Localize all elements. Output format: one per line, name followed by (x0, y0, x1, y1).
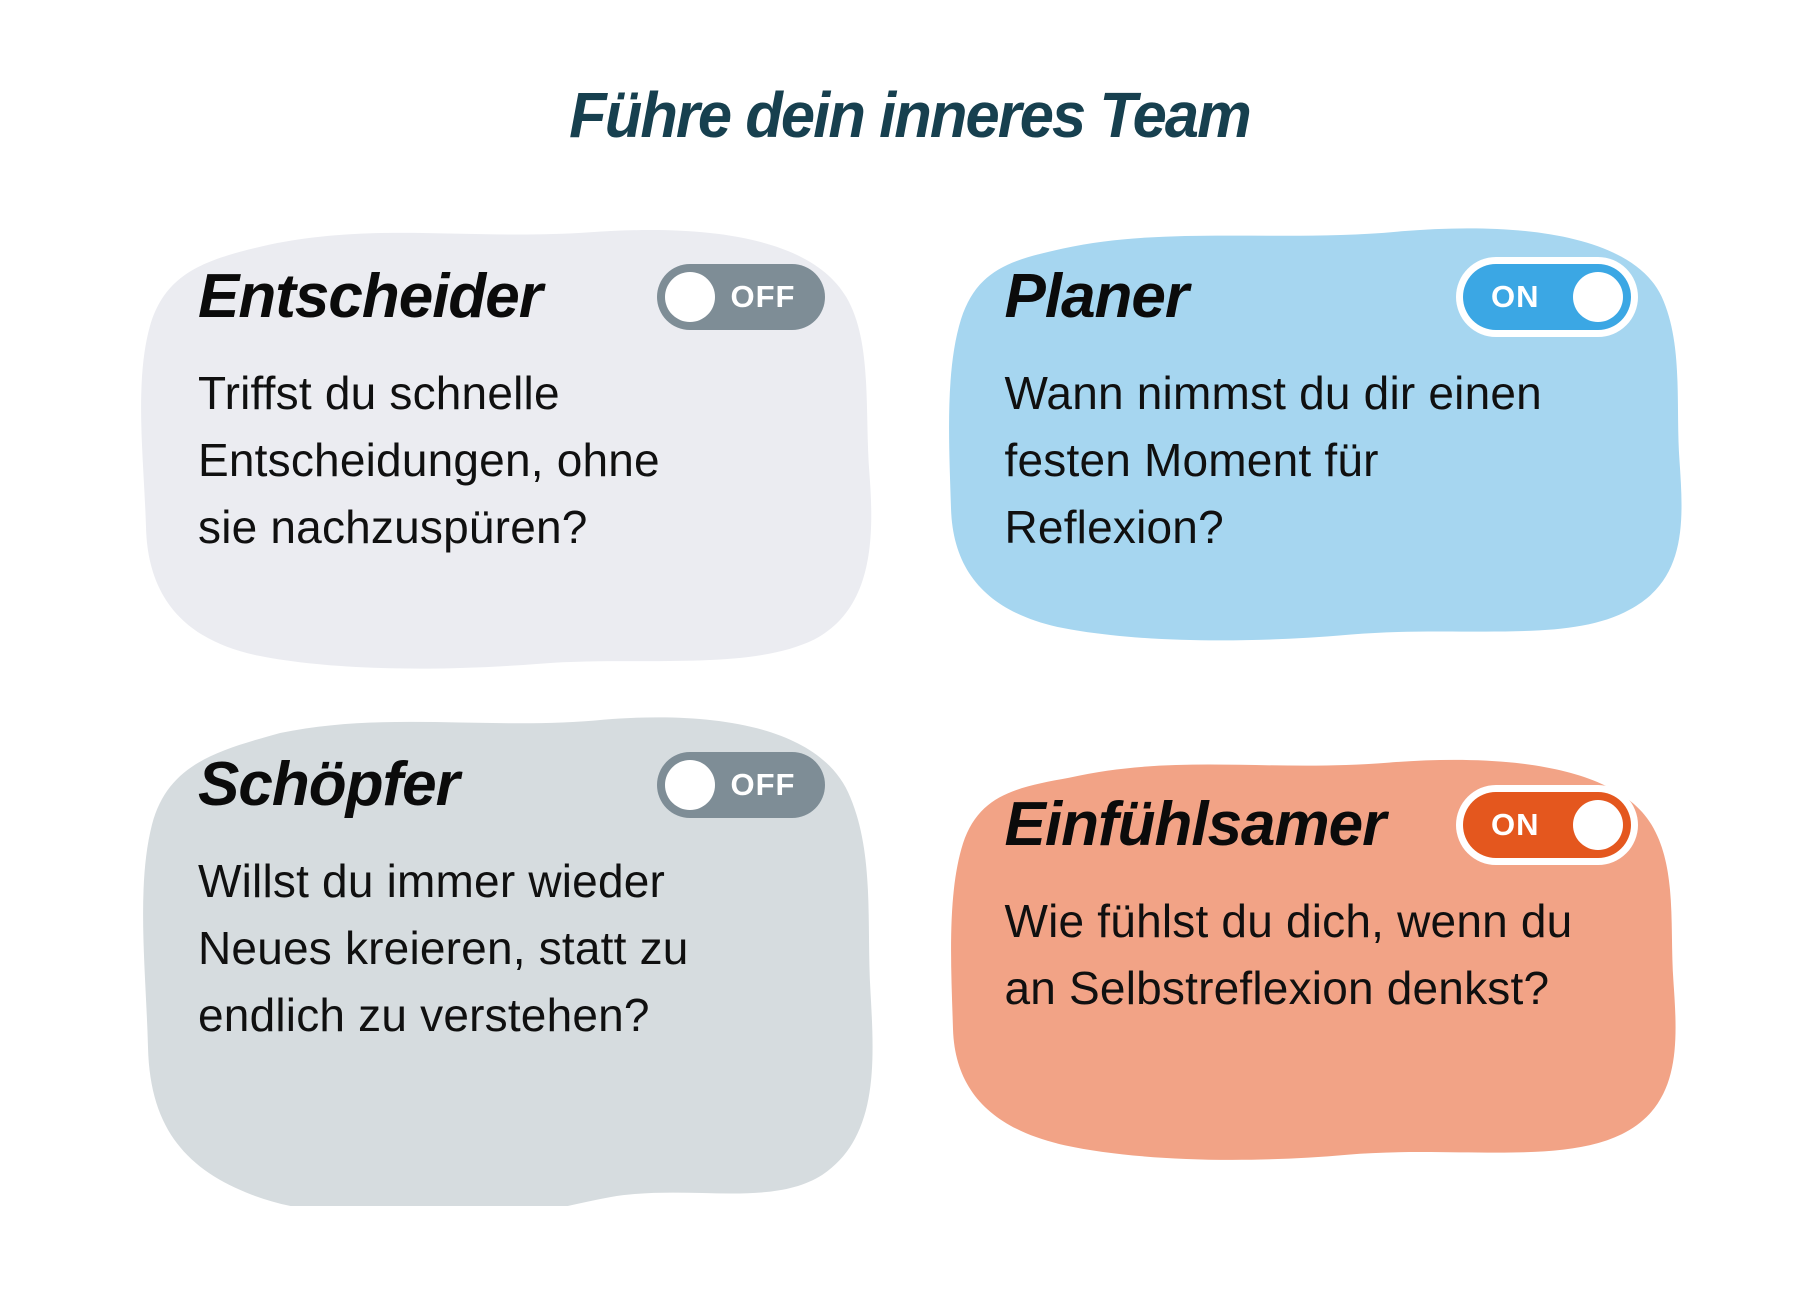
card-title-schoepfer: Schöpfer (198, 750, 460, 820)
card-planer: Planer ON Wann nimmst du dir einen feste… (939, 216, 1690, 646)
toggle-state-label: ON (1491, 807, 1540, 842)
card-entscheider: Entscheider OFF Triffst du schnelle Ents… (132, 216, 883, 674)
cards-grid: Entscheider OFF Triffst du schnelle Ents… (132, 216, 1689, 1206)
toggle-state-label: OFF (730, 767, 796, 802)
card-question-planer: Wann nimmst du dir einen festen Moment f… (1005, 360, 1632, 561)
card-title-planer: Planer (1004, 262, 1190, 332)
entscheider-toggle[interactable]: OFF (656, 264, 825, 330)
question-line: Wie fühlst du dich, wenn du (1004, 895, 1573, 947)
card-header: Planer ON (1004, 262, 1631, 332)
card-title-einfuehlsamer: Einfühlsamer (1004, 790, 1387, 860)
question-line: festen Moment für (1004, 434, 1379, 486)
card-question-entscheider: Triffst du schnelle Entscheidungen, ohne… (198, 360, 825, 561)
card-content: Schöpfer OFF Willst du immer wieder Neue… (132, 704, 883, 1049)
question-line: Willst du immer wieder (198, 855, 666, 907)
toggle-knob (664, 272, 715, 322)
toggle-knob (1573, 800, 1623, 850)
question-line: endlich zu verstehen? (198, 989, 650, 1041)
toggle-knob (664, 760, 715, 810)
question-line: Neues kreieren, statt zu (198, 922, 689, 974)
card-header: Entscheider OFF (198, 264, 825, 330)
card-schoepfer: Schöpfer OFF Willst du immer wieder Neue… (132, 704, 883, 1206)
card-content: Einfühlsamer ON Wie fühlst du dich, wenn… (939, 744, 1690, 1022)
toggle-state-label: OFF (730, 279, 796, 314)
toggle-state-label: ON (1491, 279, 1540, 314)
question-line: an Selbstreflexion denkst? (1004, 962, 1550, 1014)
card-background-blob (950, 759, 1676, 1160)
schoepfer-toggle[interactable]: OFF (656, 752, 825, 818)
card-question-einfuehlsamer: Wie fühlst du dich, wenn du an Selbstref… (1005, 888, 1632, 1022)
card-background-blob (141, 230, 872, 669)
planer-toggle[interactable]: ON (1463, 264, 1631, 330)
einfuehlsamer-toggle[interactable]: ON (1463, 792, 1631, 858)
question-line: Reflexion? (1004, 501, 1224, 553)
card-header: Schöpfer OFF (198, 752, 825, 818)
question-line: Wann nimmst du dir einen (1004, 367, 1542, 419)
card-einfuehlsamer: Einfühlsamer ON Wie fühlst du dich, wenn… (939, 744, 1690, 1166)
card-header: Einfühlsamer ON (1004, 790, 1631, 860)
question-line: Entscheidungen, ohne (198, 434, 660, 486)
card-background-blob (143, 717, 873, 1206)
question-line: sie nachzuspüren? (198, 501, 588, 553)
question-line: Triffst du schnelle (198, 367, 560, 419)
card-title-entscheider: Entscheider (198, 262, 543, 332)
toggle-knob (1573, 272, 1623, 322)
card-question-schoepfer: Willst du immer wieder Neues kreieren, s… (198, 848, 825, 1049)
page-title: Führe dein inneres Team (569, 79, 1252, 151)
card-content: Entscheider OFF Triffst du schnelle Ents… (132, 216, 883, 561)
card-content: Planer ON Wann nimmst du dir einen feste… (939, 216, 1690, 561)
card-background-blob (948, 228, 1682, 641)
